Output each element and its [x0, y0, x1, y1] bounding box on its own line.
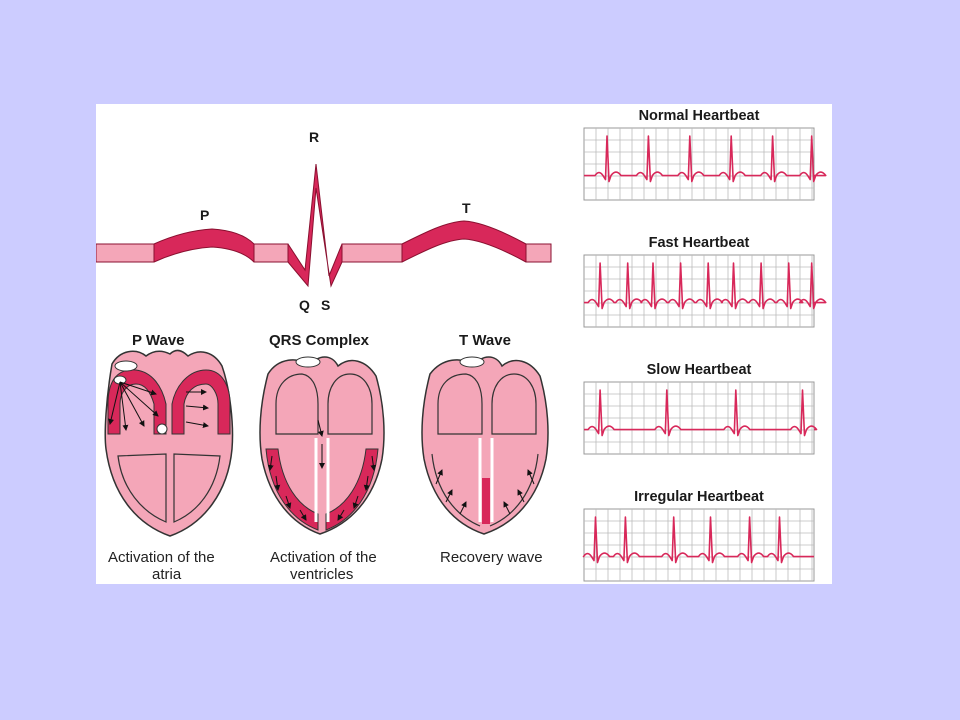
- baseline-segment-left: [96, 243, 155, 263]
- atria-chambers: [275, 373, 373, 435]
- strip-title: Normal Heartbeat: [639, 108, 760, 124]
- heart-qrs-complex: QRS Complex: [259, 332, 385, 583]
- ecg-trace: [584, 262, 827, 310]
- septum: [478, 438, 494, 522]
- strip-grid: [583, 381, 815, 455]
- r-label: R: [309, 129, 319, 145]
- ecg-strip-irregular: Irregular Heartbeat: [582, 489, 815, 582]
- ecg-trace: [584, 389, 818, 437]
- ecg-strip-slow: Slow Heartbeat: [583, 362, 818, 455]
- strip-title: Fast Heartbeat: [649, 235, 750, 251]
- s-label: S: [321, 297, 330, 313]
- caption-line-2: atria: [152, 566, 182, 583]
- vessel-opening: [459, 356, 485, 368]
- activation-arrows: [108, 381, 209, 431]
- septum: [314, 438, 330, 522]
- baseline-segment-pq: [253, 243, 289, 263]
- heart-p-wave: P Wave Activation of th: [104, 332, 234, 583]
- ventricle-chambers: [117, 453, 221, 523]
- strip-title: Irregular Heartbeat: [634, 489, 764, 505]
- heart-title: T Wave: [459, 332, 511, 349]
- ecg-trace: [584, 135, 827, 183]
- baseline-segment-right: [525, 243, 552, 263]
- p-label: P: [200, 207, 209, 223]
- caption-line-2: ventricles: [290, 566, 353, 583]
- strip-grid: [583, 127, 815, 201]
- strip-grid: [583, 254, 815, 328]
- caption-line-1: Recovery wave: [440, 549, 543, 566]
- activation-arrows: [267, 419, 377, 521]
- q-label: Q: [299, 297, 310, 313]
- atria-chambers: [437, 373, 537, 435]
- ecg-trace: [582, 516, 814, 564]
- av-node: [156, 423, 168, 435]
- ventricle-walls: [431, 453, 539, 527]
- recovery-arrows: [435, 469, 535, 515]
- waveform-ribbon: [96, 163, 552, 288]
- ecg-strip-fast: Fast Heartbeat: [583, 235, 827, 328]
- vessel-opening: [295, 356, 321, 368]
- ecg-strip-normal: Normal Heartbeat: [583, 108, 827, 201]
- septum-recovery: [482, 478, 490, 524]
- baseline-segment-st: [341, 243, 403, 263]
- vessel-opening: [114, 360, 138, 372]
- strip-title: Slow Heartbeat: [647, 362, 752, 378]
- atria-muscle-right: [171, 369, 231, 435]
- heart-t-wave: T Wave Recovery wave: [421, 332, 549, 566]
- caption-line-1: Activation of the: [108, 549, 215, 566]
- heart-title: QRS Complex: [269, 332, 370, 349]
- ecg-illustration-panel: P R Q S T P Wave: [96, 104, 832, 584]
- ecg-diagram: P R Q S T P Wave: [96, 108, 827, 583]
- caption-line-1: Activation of the: [270, 549, 377, 566]
- t-label: T: [462, 200, 471, 216]
- pqrst-waveform: P R Q S T: [96, 129, 552, 313]
- heart-title: P Wave: [132, 332, 185, 349]
